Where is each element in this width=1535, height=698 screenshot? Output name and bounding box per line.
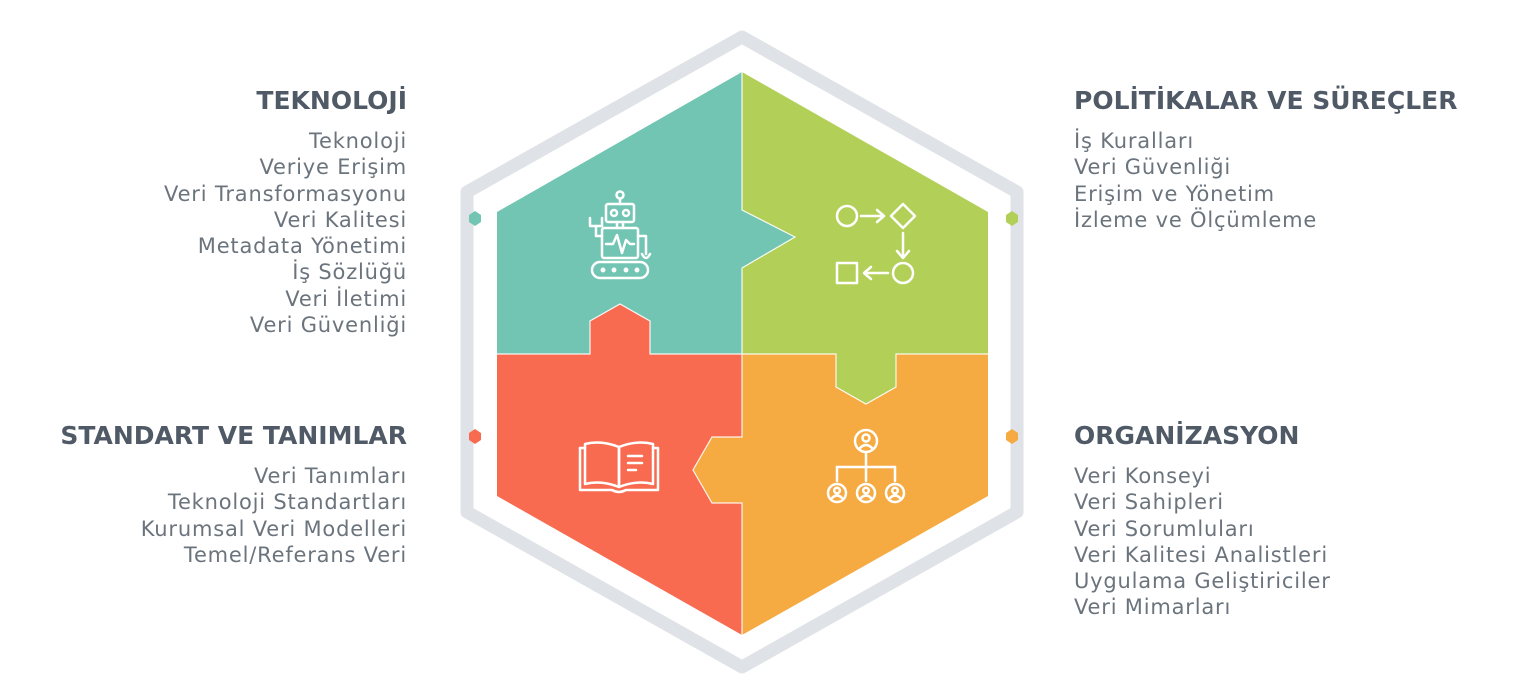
list-item: Teknoloji (308, 129, 407, 153)
list-item: Teknoloji Standartları (167, 490, 407, 515)
technology-section: TEKNOLOJİ Teknoloji Veriye Erişim Veri T… (164, 86, 407, 338)
list-item: Metadata Yönetimi (197, 234, 407, 259)
list-item: Veri Tanımları (254, 464, 407, 488)
standards-list: Veri Tanımları Teknoloji Standartları Ku… (60, 463, 407, 568)
list-item: Veri Mimarları (1074, 595, 1232, 620)
list-item: Veri Kalitesi (273, 207, 407, 232)
list-item: Veri Güvenliği (1074, 155, 1232, 180)
organization-section: ORGANİZASYON Veri Konseyi Veri Sahipleri… (1074, 421, 1331, 621)
policies-section: POLİTİKALAR VE SÜREÇLER İş Kuralları Ver… (1074, 86, 1457, 233)
list-item: Veri Güvenliği (249, 313, 407, 338)
standards-connector-dot (469, 429, 481, 444)
technology-connector-dot (469, 211, 481, 226)
standards-section: STANDART VE TANIMLAR Veri Tanımları Tekn… (60, 421, 407, 568)
list-item: Kurumsal Veri Modelleri (140, 516, 407, 541)
organization-connector-dot (1006, 429, 1018, 444)
robot-icon (588, 190, 652, 280)
list-item: Veriye Erişim (259, 155, 407, 180)
list-item: İzleme ve Ölçümleme (1074, 207, 1318, 232)
policies-list: İş Kuralları Veri Güvenliği Erişim ve Yö… (1074, 128, 1457, 233)
policies-title: POLİTİKALAR VE SÜREÇLER (1074, 86, 1458, 115)
list-item: Temel/Referans Veri (183, 542, 407, 567)
list-item: Veri Sahipleri (1074, 490, 1224, 515)
organization-title: ORGANİZASYON (1074, 421, 1300, 450)
list-item: İş Kuralları (1074, 129, 1194, 153)
list-item: Veri İletimi (285, 286, 407, 311)
list-item: Erişim ve Yönetim (1074, 181, 1275, 206)
standards-title: STANDART VE TANIMLAR (60, 421, 407, 450)
puzzle-piece-policies (742, 72, 988, 404)
organization-list: Veri Konseyi Veri Sahipleri Veri Sorumlu… (1074, 463, 1331, 621)
list-item: Veri Konseyi (1074, 464, 1212, 488)
org-chart-icon (826, 428, 906, 504)
policies-connector-dot (1006, 211, 1018, 226)
process-flow-icon (835, 202, 917, 285)
list-item: Veri Kalitesi Analistleri (1074, 542, 1328, 567)
open-book-icon (578, 441, 660, 494)
technology-title: TEKNOLOJİ (256, 86, 407, 115)
puzzle-piece-organization (693, 354, 988, 635)
list-item: Veri Sorumluları (1074, 516, 1255, 541)
puzzle-piece-technology (497, 72, 795, 354)
list-item: İş Sözlüğü (292, 260, 407, 285)
hexagon-frame (460, 30, 1024, 674)
list-item: Uygulama Geliştiriciler (1074, 569, 1331, 594)
list-item: Veri Transformasyonu (164, 181, 407, 206)
technology-list: Teknoloji Veriye Erişim Veri Transformas… (164, 128, 407, 338)
